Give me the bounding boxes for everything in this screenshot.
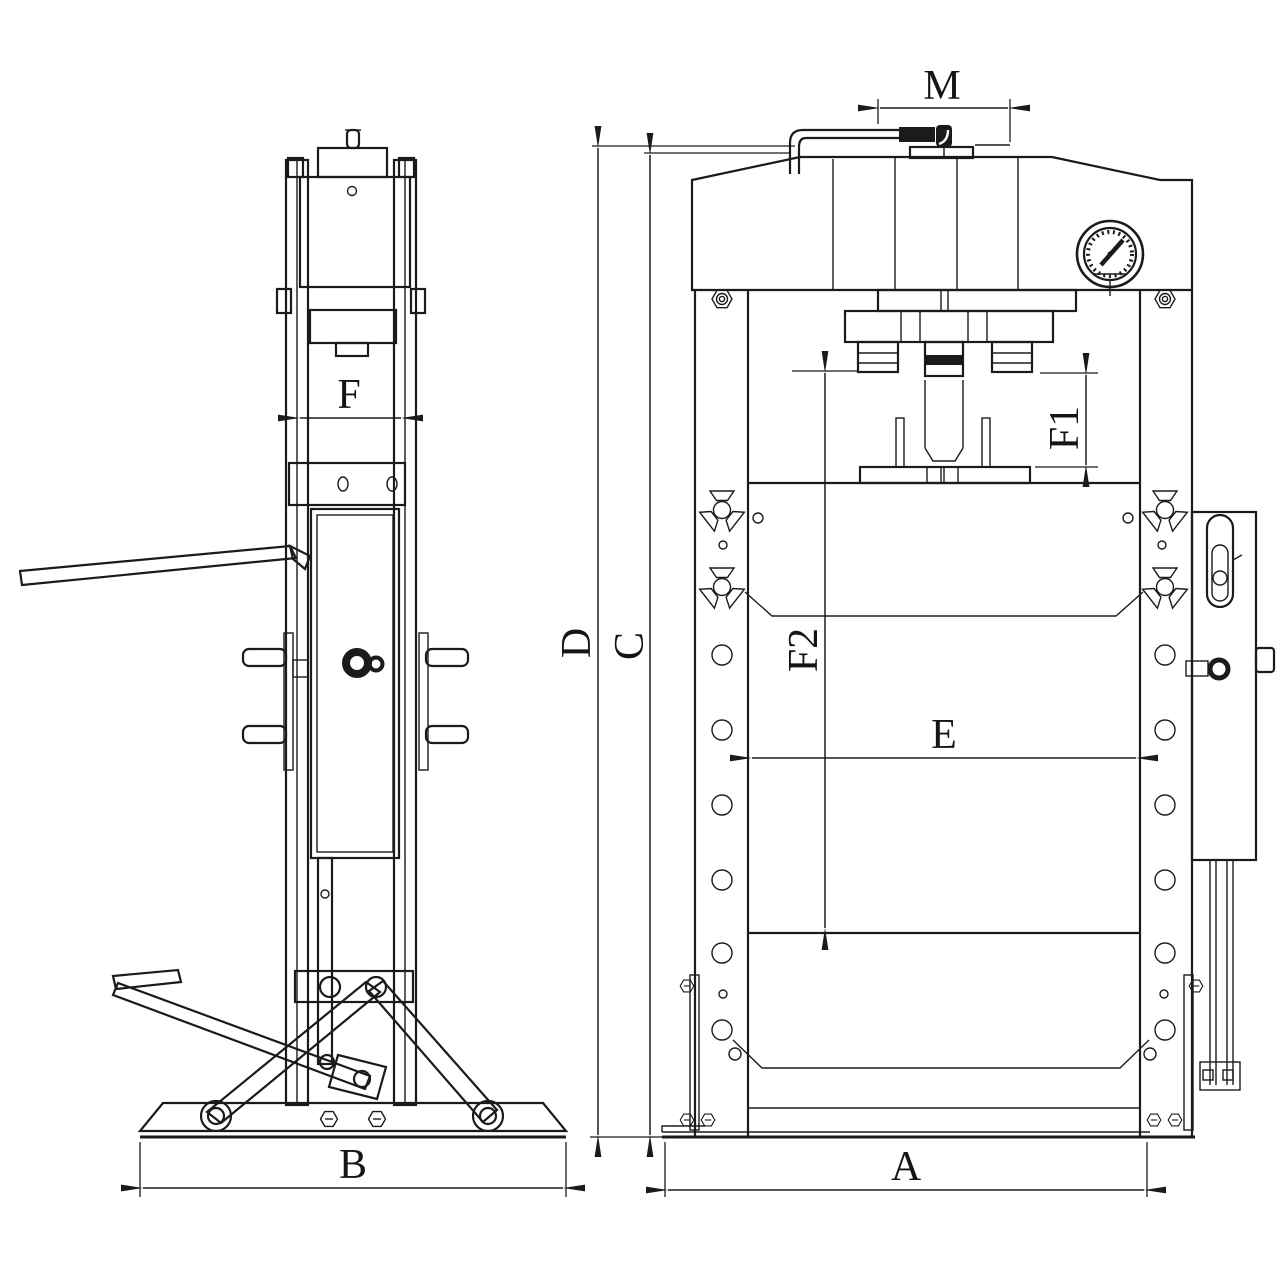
dim-F: F — [278, 372, 423, 422]
front-view-base — [661, 931, 1204, 1139]
side-view — [18, 128, 569, 1139]
dim-label-e: E — [931, 712, 957, 758]
dim-F2: F2 — [781, 351, 857, 950]
pressure-gauge — [1075, 219, 1145, 296]
side-view-crosshead-plate — [287, 461, 407, 507]
dim-label-f1: F1 — [1042, 406, 1088, 450]
dim-A: A — [646, 1142, 1166, 1197]
dim-label-f2: F2 — [781, 628, 827, 672]
dim-C: C — [607, 133, 790, 1157]
dim-D: D — [554, 126, 795, 1157]
column-holes — [711, 644, 1176, 1061]
side-view-columns — [275, 156, 427, 1107]
dim-M: M — [858, 63, 1030, 142]
dim-label-a: A — [891, 1144, 922, 1190]
dim-label-f: F — [337, 372, 360, 418]
work-table-plate — [858, 417, 1032, 485]
hydraulic-pump-unit — [1185, 510, 1276, 1091]
hydraulic-hose — [788, 125, 952, 174]
dim-label-b: B — [339, 1142, 367, 1188]
front-view-head — [690, 144, 1194, 292]
dim-label-m: M — [923, 63, 960, 109]
dimensions: M F F1 F2 D C — [121, 63, 1166, 1197]
dim-B: B — [121, 1142, 585, 1197]
side-view-base — [137, 1101, 569, 1139]
front-view — [661, 125, 1276, 1139]
table-winch-section — [698, 481, 1189, 617]
dim-E: E — [730, 712, 1158, 762]
side-view-cylinder — [298, 128, 412, 358]
dim-label-c: C — [607, 632, 653, 660]
dim-F1: F1 — [1035, 353, 1098, 487]
side-view-table — [241, 507, 470, 860]
ram-assembly — [843, 288, 1078, 462]
dim-label-d: D — [554, 628, 600, 658]
pump-handle — [18, 543, 312, 587]
